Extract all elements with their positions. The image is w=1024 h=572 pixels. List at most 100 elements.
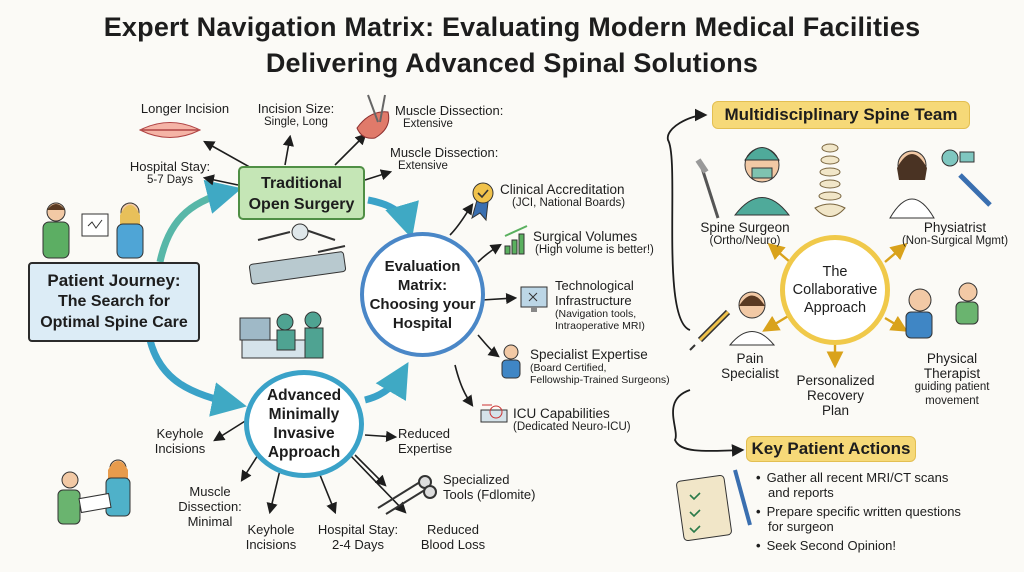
traditional-line1: Traditional bbox=[261, 175, 342, 192]
icu-sub: (Dedicated Neuro-ICU) bbox=[513, 421, 631, 433]
collaborative-approach-node: The Collaborative Approach bbox=[780, 235, 890, 345]
criterion-surgical-volumes: Surgical Volumes (High volume is better!… bbox=[533, 229, 683, 258]
personalized-recovery-label: Personalized Recovery Plan bbox=[788, 373, 883, 418]
specialist-icon bbox=[501, 344, 521, 379]
recovery-a: Personalized bbox=[796, 373, 875, 388]
tech-title-b: Infrastructure bbox=[555, 293, 632, 308]
physical-therapist-illustration bbox=[905, 282, 979, 339]
pt-b: Therapist bbox=[923, 366, 981, 381]
team-header: Multidisciplinary Spine Team bbox=[712, 101, 970, 129]
hospital-stay-mis-label: Hospital Stay: 2-4 Days bbox=[308, 522, 408, 552]
specialized-tools-label: Specialized Tools (Fdlomite) bbox=[443, 472, 543, 502]
physiatrist-label: Physiatrist (Non-Surgical Mgmt) bbox=[890, 220, 1020, 249]
actions-list: Gather all recent MRI/CT scans and repor… bbox=[756, 470, 1016, 553]
keyhole-incisions-label-1: Keyhole Incisions bbox=[145, 426, 215, 456]
page-title: Expert Navigation Matrix: Evaluating Mod… bbox=[103, 12, 921, 42]
surgical-volume-chart-icon bbox=[504, 225, 528, 255]
keyhole2-b: Incisions bbox=[245, 537, 297, 552]
mis-muscle-a: Muscle bbox=[189, 484, 231, 499]
traditional-line2: Open Surgery bbox=[248, 196, 355, 213]
mis-arrows bbox=[213, 417, 407, 515]
recovery-c: Plan bbox=[821, 403, 850, 418]
pain-b: Specialist bbox=[721, 366, 779, 381]
scalpel-icon bbox=[695, 158, 720, 219]
action-item-1-a: Gather all recent MRI/CT scans bbox=[756, 470, 1016, 485]
actions-header: Key Patient Actions bbox=[746, 436, 916, 462]
expertise-b: Expertise bbox=[398, 441, 453, 456]
surgeon-b: (Ortho/Neuro) bbox=[709, 235, 781, 247]
pain-specialist-label: Pain Specialist bbox=[715, 351, 785, 381]
matrix-line4: Hospital bbox=[392, 314, 453, 332]
mis-line1: Advanced bbox=[266, 387, 342, 404]
syringe-icon bbox=[689, 309, 731, 351]
mis-line3: Invasive bbox=[273, 425, 335, 442]
physiatrist-a: Physiatrist bbox=[923, 220, 987, 235]
mis-stay-b: 2-4 Days bbox=[331, 537, 385, 552]
physical-therapist-label: Physical Therapist guiding patient movem… bbox=[897, 351, 1007, 408]
pt-c: guiding patient bbox=[914, 381, 990, 393]
navigation-monitor-icon bbox=[520, 286, 548, 312]
patient-nurse-illustration bbox=[57, 459, 131, 525]
keyhole1-a: Keyhole bbox=[156, 426, 204, 441]
center-c: Approach bbox=[803, 300, 867, 316]
pain-a: Pain bbox=[736, 351, 764, 366]
icu-bed-icon bbox=[480, 404, 508, 423]
recovery-b: Recovery bbox=[806, 388, 865, 403]
action-item-2-b: for surgeon bbox=[768, 519, 834, 534]
specialist-title: Specialist Expertise bbox=[530, 347, 648, 362]
matrix-arrows bbox=[449, 203, 518, 407]
flow-arrow-journey-to-open bbox=[156, 179, 242, 263]
hospital-stay-open-label: Hospital Stay: 5-7 Days bbox=[115, 159, 225, 188]
spine-model-illustration bbox=[814, 143, 846, 217]
accreditation-badge-icon bbox=[471, 182, 494, 222]
incision-size-label: Incision Size: Single, Long bbox=[246, 101, 346, 130]
criterion-tech-infrastructure: Technological Infrastructure (Navigation… bbox=[555, 278, 685, 332]
journey-line3: Optimal Spine Care bbox=[40, 314, 188, 331]
journey-line1: Patient Journey: bbox=[47, 271, 181, 290]
volumes-title: Surgical Volumes bbox=[533, 229, 638, 244]
reduced-blood-loss-label: Reduced Blood Loss bbox=[413, 522, 493, 552]
spine-surgeon-label: Spine Surgeon (Ortho/Neuro) bbox=[690, 220, 800, 249]
incision-size-title: Incision Size: bbox=[257, 101, 335, 116]
blood-b: Blood Loss bbox=[420, 537, 486, 552]
page-subtitle: Delivering Advanced Spinal Solutions bbox=[265, 48, 759, 78]
evaluation-matrix-node: Evaluation Matrix: Choosing your Hospita… bbox=[360, 232, 485, 357]
flow-arrow-mis-to-matrix bbox=[364, 361, 409, 404]
tools-b: Tools (Fdlomite) bbox=[443, 487, 536, 502]
stay-open-title: Hospital Stay: bbox=[129, 159, 211, 174]
muscle-dissection-label-1: Muscle Dissection: Extensive bbox=[395, 103, 525, 132]
muscle-minimal-label: Muscle Dissection: Minimal bbox=[170, 484, 250, 529]
specialized-tools-icon bbox=[377, 475, 437, 515]
physiatrist-b: (Non-Surgical Mgmt) bbox=[901, 235, 1009, 247]
flow-arrow-journey-to-mis bbox=[146, 339, 247, 417]
patients-illustration bbox=[42, 202, 144, 259]
volumes-sub: (High volume is better!) bbox=[535, 244, 654, 256]
action-item-3: Seek Second Opinion! bbox=[756, 538, 1016, 553]
mis-line2: Minimally bbox=[268, 406, 340, 423]
accreditation-sub: (JCI, National Boards) bbox=[512, 197, 626, 209]
keyhole2-a: Keyhole bbox=[247, 522, 295, 537]
blood-a: Reduced bbox=[426, 522, 480, 537]
matrix-line2: Matrix: bbox=[397, 276, 448, 294]
accreditation-title: Clinical Accreditation bbox=[500, 182, 625, 197]
longer-incision-label: Longer Incision bbox=[140, 101, 230, 116]
incision-icon bbox=[138, 122, 202, 138]
reflex-hammer-icon bbox=[941, 149, 992, 207]
expertise-a: Reduced bbox=[398, 426, 451, 441]
mis-stay-a: Hospital Stay: bbox=[317, 522, 399, 537]
incision-size-value: Single, Long bbox=[264, 116, 328, 128]
pt-a: Physical bbox=[926, 351, 978, 366]
matrix-line1: Evaluation bbox=[384, 257, 461, 275]
surgeon-a: Spine Surgeon bbox=[700, 220, 790, 235]
minimally-invasive-node: Advanced Minimally Invasive Approach bbox=[244, 370, 364, 478]
mis-muscle-b: Dissection: bbox=[178, 499, 242, 514]
muscle1-value: Extensive bbox=[403, 118, 453, 130]
criterion-specialist-expertise: Specialist Expertise (Board Certified, F… bbox=[530, 347, 695, 386]
mis-line4: Approach bbox=[267, 444, 341, 461]
criterion-accreditation: Clinical Accreditation (JCI, National Bo… bbox=[500, 182, 670, 211]
action-item-1-b: and reports bbox=[768, 485, 834, 500]
specialist-sub-b: Fellowship-Trained Surgeons) bbox=[530, 374, 670, 386]
tech-title-a: Technological bbox=[555, 278, 634, 293]
center-b: Collaborative bbox=[792, 282, 878, 298]
